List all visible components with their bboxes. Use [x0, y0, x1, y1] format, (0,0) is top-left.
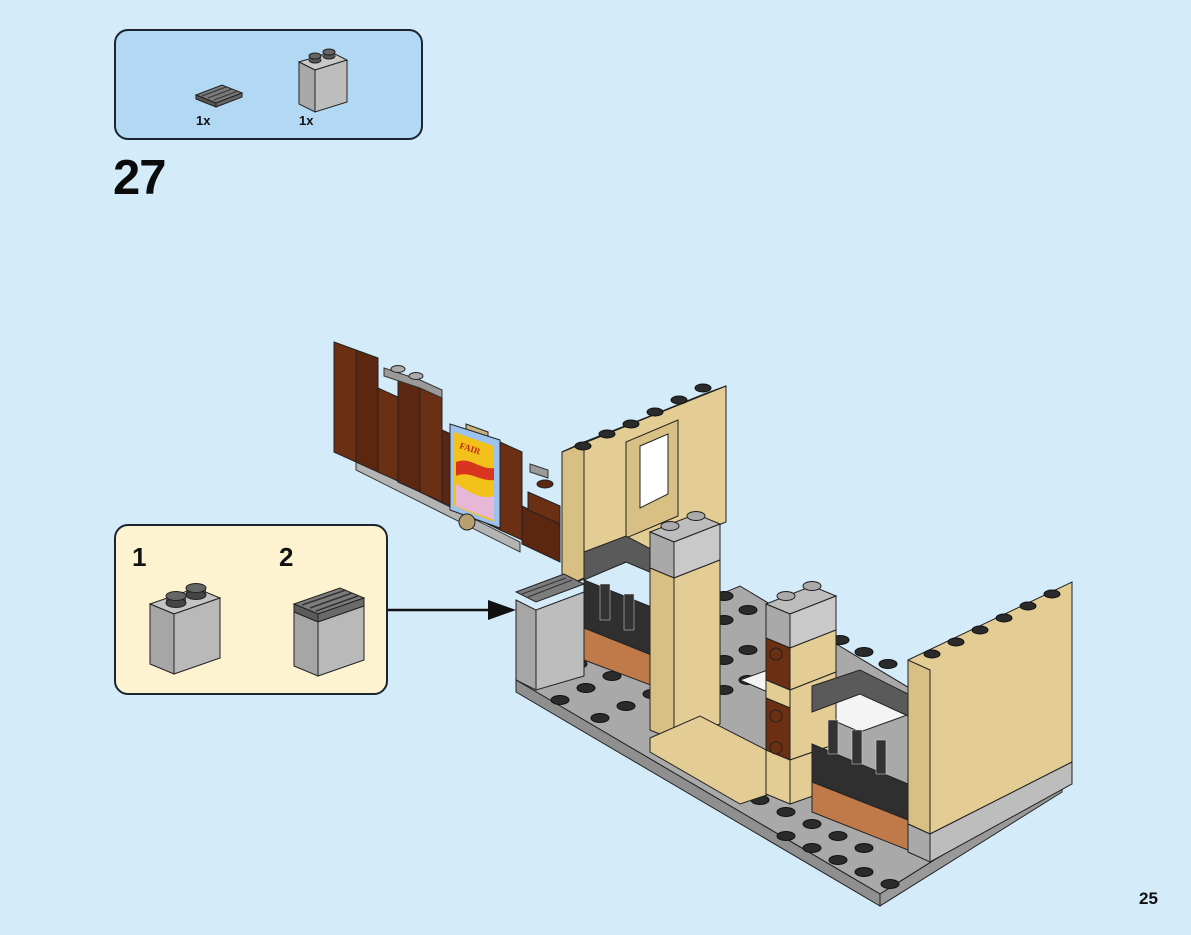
light-gray-brick-icon	[148, 583, 222, 675]
stud	[738, 605, 758, 615]
brick-with-grille-tile-icon	[292, 587, 366, 677]
part-quantity: 1x	[196, 113, 211, 128]
sub-assembly-panel: 1 2	[114, 524, 388, 695]
fair-poster: FAIR	[449, 423, 501, 531]
stud	[802, 819, 822, 829]
stud	[616, 701, 636, 711]
stud	[550, 695, 570, 705]
sub-step-number: 1	[132, 542, 147, 572]
stud	[828, 855, 848, 865]
part-quantity: 1x	[299, 113, 314, 128]
stud	[776, 831, 796, 841]
brown-plank-wall	[333, 341, 561, 563]
stud	[854, 647, 874, 657]
model-illustration: FAIR	[333, 341, 1073, 907]
sub-step-number: 2	[279, 542, 294, 572]
stud	[738, 645, 758, 655]
step-number: 27	[113, 151, 167, 205]
arrow-right-icon	[388, 600, 516, 620]
tan-wall-right	[907, 581, 1073, 863]
target-brick-with-grille	[514, 573, 586, 691]
stud	[854, 843, 874, 853]
stud	[590, 713, 610, 723]
tan-wall-right-studs	[923, 589, 1061, 659]
parts-list-panel: 1x 1x	[114, 29, 423, 140]
stud	[602, 671, 622, 681]
brick-1x2x2-icon	[297, 48, 349, 113]
stud	[802, 843, 822, 853]
stud	[880, 879, 900, 889]
stud	[828, 831, 848, 841]
railing-right	[811, 669, 909, 851]
stud	[776, 807, 796, 817]
stud	[576, 683, 596, 693]
tan-wall-studs	[574, 383, 712, 451]
railing-left	[583, 535, 665, 691]
stud	[854, 867, 874, 877]
page-number: 25	[1139, 889, 1158, 908]
grille-tile-icon	[194, 84, 244, 108]
stud	[878, 659, 898, 669]
tan-pillar-left	[648, 511, 722, 741]
